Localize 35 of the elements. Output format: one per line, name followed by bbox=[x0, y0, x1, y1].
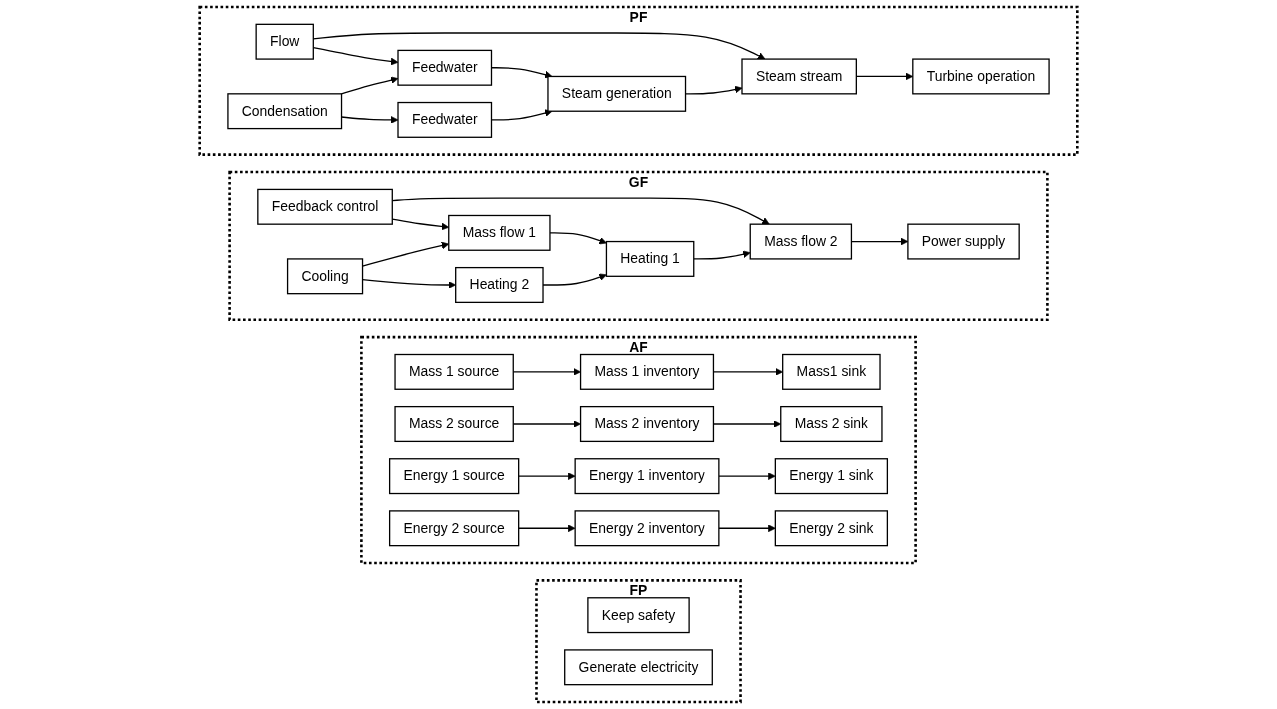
node-box: Mass 2 source bbox=[394, 406, 514, 443]
node-box: Energy 1 source bbox=[389, 458, 520, 495]
node-box: Condensation bbox=[227, 93, 343, 130]
node-box: Steam stream bbox=[741, 58, 857, 95]
node-box: Steam generation bbox=[547, 75, 687, 112]
arrow bbox=[518, 524, 576, 533]
node-box: Energy 2 inventory bbox=[574, 510, 720, 547]
node-box: Mass 1 inventory bbox=[579, 353, 715, 390]
node-box: Heating 2 bbox=[455, 266, 544, 303]
arrow bbox=[718, 524, 776, 533]
node-box: Mass1 sink bbox=[782, 353, 881, 390]
node-box: Turbine operation bbox=[912, 58, 1050, 95]
arrow bbox=[718, 472, 776, 480]
arrow bbox=[340, 76, 399, 95]
node-box: Mass 2 sink bbox=[780, 406, 883, 443]
node-box: Energy 2 sink bbox=[774, 510, 888, 547]
node-box: Mass 1 source bbox=[394, 353, 514, 390]
node-box: Mass flow 2 bbox=[749, 223, 853, 260]
node-box: Mass 2 inventory bbox=[579, 406, 715, 443]
node-box: Mass flow 1 bbox=[448, 214, 551, 251]
node-box: Heating 1 bbox=[605, 240, 695, 277]
node-box: Keep safety bbox=[587, 597, 690, 634]
node-box: Energy 1 inventory bbox=[574, 458, 720, 495]
node-box: Feedback control bbox=[257, 188, 393, 225]
node-box: Energy 1 sink bbox=[774, 458, 888, 495]
node-box: Flow bbox=[255, 23, 314, 60]
arrow bbox=[693, 250, 751, 260]
arrow bbox=[549, 232, 607, 245]
node-box: Feedwater bbox=[397, 101, 493, 138]
node-box: Cooling bbox=[286, 258, 364, 295]
node-box: Feedwater bbox=[397, 49, 493, 86]
node-box: Energy 2 source bbox=[389, 510, 520, 547]
arrow bbox=[518, 472, 576, 480]
node-box: Generate electricity bbox=[564, 649, 713, 686]
node-box: Power supply bbox=[907, 223, 1020, 260]
